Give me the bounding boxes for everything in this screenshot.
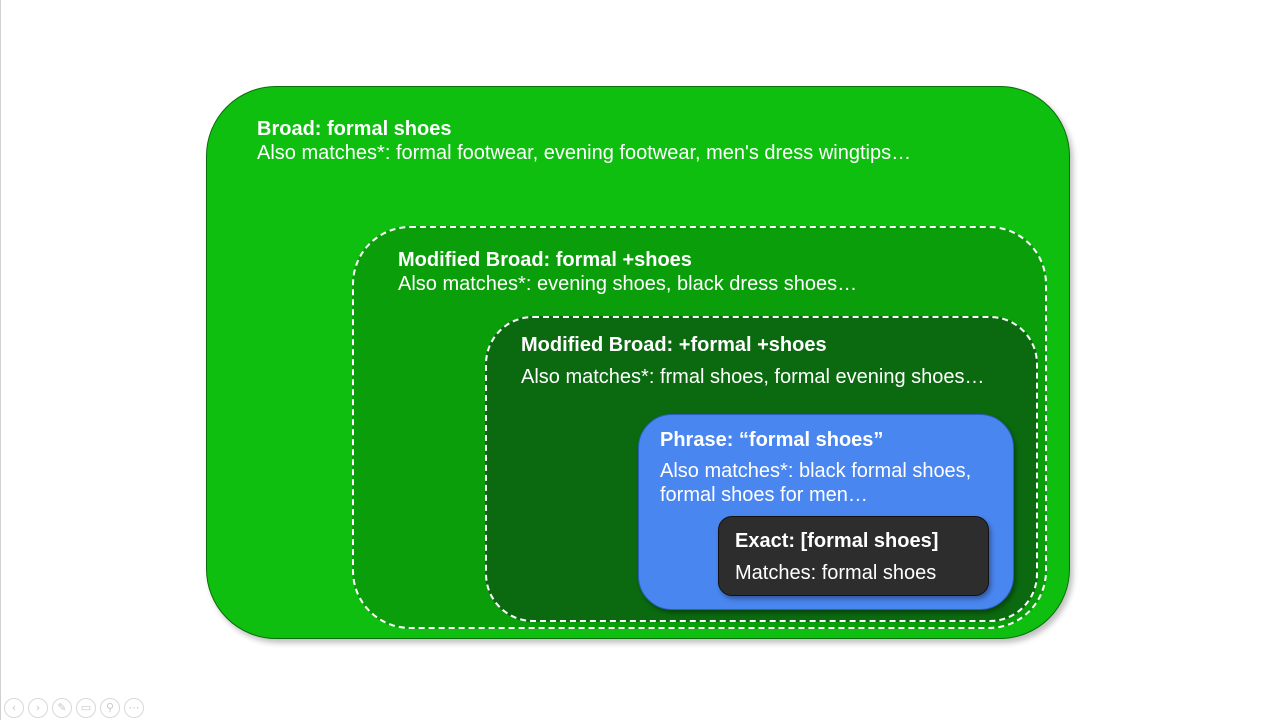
modified-broad-2-description: Also matches*: frmal shoes, formal eveni… xyxy=(521,366,985,388)
slides-icon[interactable]: ▭ xyxy=(76,698,96,718)
modified-broad-1-title: Modified Broad: formal +shoes xyxy=(398,249,692,271)
slideshow-controls: ‹ › ✎ ▭ ⚲ ⋯ xyxy=(4,698,144,718)
phrase-description: Also matches*: black formal shoes, forma… xyxy=(660,460,972,506)
more-icon[interactable]: ⋯ xyxy=(124,698,144,718)
previous-icon[interactable]: ‹ xyxy=(4,698,24,718)
modified-broad-1-description: Also matches*: evening shoes, black dres… xyxy=(398,273,858,295)
exact-description: Matches: formal shoes xyxy=(735,562,937,584)
broad-title: Broad: formal shoes xyxy=(257,118,452,140)
exact-match-box xyxy=(718,516,989,596)
modified-broad-2-title: Modified Broad: +formal +shoes xyxy=(521,334,827,356)
pen-icon[interactable]: ✎ xyxy=(52,698,72,718)
broad-description: Also matches*: formal footwear, evening … xyxy=(257,142,912,164)
phrase-title: Phrase: “formal shoes” xyxy=(660,429,884,451)
next-icon[interactable]: › xyxy=(28,698,48,718)
zoom-icon[interactable]: ⚲ xyxy=(100,698,120,718)
exact-title: Exact: [formal shoes] xyxy=(735,530,939,552)
